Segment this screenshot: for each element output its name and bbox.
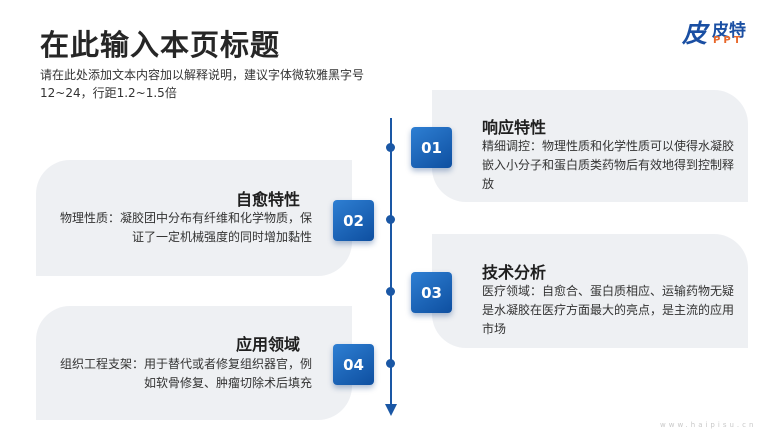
logo-chars: 皮特 bbox=[712, 21, 746, 41]
timeline-dot bbox=[386, 143, 395, 152]
page-title: 在此输入本页标题 bbox=[40, 28, 281, 62]
badge-04: 04 bbox=[333, 344, 374, 385]
badge-01: 01 bbox=[411, 127, 452, 168]
card-01-title: 响应特性 bbox=[482, 118, 547, 137]
badge-02: 02 bbox=[333, 200, 374, 241]
page-subtitle: 请在此处添加文本内容加以解释说明，建议字体微软雅黑字号12~24，行距1.2~1… bbox=[40, 68, 365, 100]
card-03 bbox=[432, 234, 748, 348]
card-03-title: 技术分析 bbox=[482, 263, 547, 282]
badge-03: 03 bbox=[411, 272, 452, 313]
card-02 bbox=[36, 160, 352, 276]
card-01 bbox=[432, 90, 748, 202]
card-04 bbox=[36, 306, 352, 420]
card-02-desc: 物理性质：凝胶团中分布有纤维和化学物质，保证了一定机械强度的同时增加黏性 bbox=[59, 211, 312, 244]
logo-ppt: PPT bbox=[713, 35, 744, 46]
brand-logo: 皮 皮特 PPT bbox=[682, 14, 764, 48]
card-01-desc: 精细调控：物理性质和化学性质可以使得水凝胶嵌入小分子和蛋白质类药物后有效地得到控… bbox=[482, 139, 735, 191]
watermark: www.haipisu.cn bbox=[660, 421, 757, 429]
timeline-dot bbox=[386, 359, 395, 368]
timeline-line bbox=[390, 118, 392, 408]
card-04-title: 应用领域 bbox=[236, 335, 301, 354]
timeline-dot bbox=[386, 215, 395, 224]
timeline-dot bbox=[386, 287, 395, 296]
card-02-title: 自愈特性 bbox=[236, 190, 301, 209]
card-03-desc: 医疗领域：自愈合、蛋白质相应、运输药物无疑是水凝胶在医疗方面最大的亮点，是主流的… bbox=[482, 284, 735, 336]
logo-char: 皮 bbox=[682, 19, 708, 48]
timeline-arrow-icon bbox=[385, 404, 397, 416]
card-04-desc: 组织工程支架：用于替代或者修复组织器官，例如软骨修复、肿瘤切除术后填充 bbox=[59, 357, 312, 390]
